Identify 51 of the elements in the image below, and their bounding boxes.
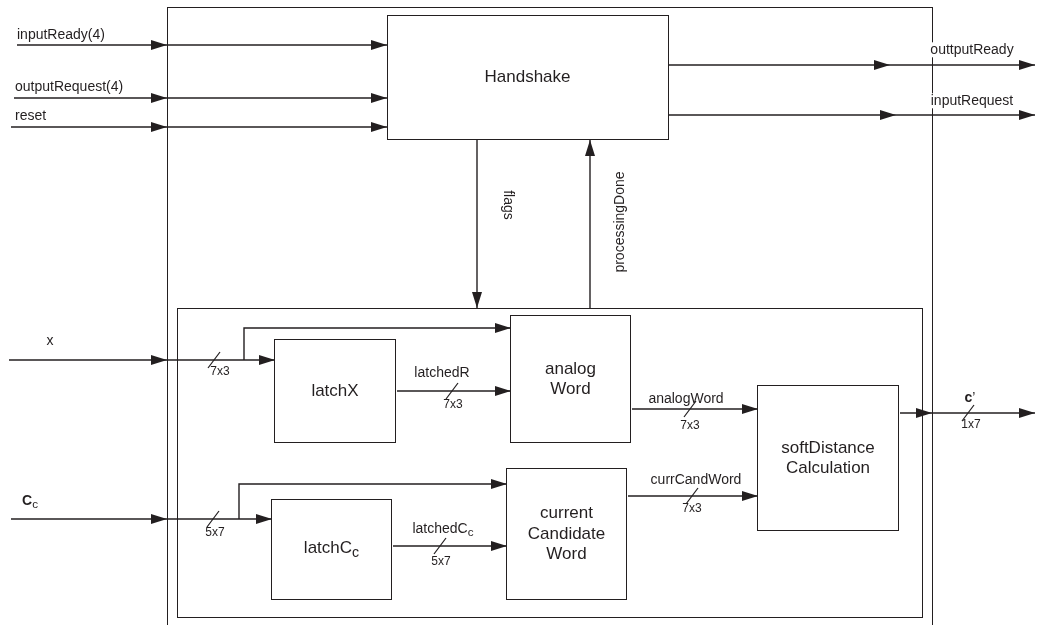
module-boundary — [167, 7, 933, 625]
arrow — [627, 491, 759, 501]
arrow — [396, 386, 512, 396]
signal-label: processingDone — [612, 171, 628, 273]
arrow — [10, 514, 273, 524]
process-box — [271, 499, 392, 600]
arrow — [13, 93, 388, 103]
signal-label: outtputReady — [930, 42, 1014, 58]
arrow — [10, 122, 388, 132]
bus-width-label: 7x3 — [680, 419, 700, 433]
bus-width-label: 5x7 — [431, 555, 451, 569]
bus-width-label: 1x7 — [961, 418, 981, 432]
arrow — [16, 40, 388, 50]
subsystem-box — [176, 307, 923, 618]
block-label: latchC$_{c}$ — [303, 537, 360, 562]
signal-label: latchedC$_{c}$ — [412, 520, 474, 540]
block-label: latchX — [311, 380, 359, 402]
block-label: Handshake — [484, 66, 571, 88]
process-box — [506, 468, 627, 600]
bus-width-label: 7x3 — [210, 365, 230, 379]
signal-label: flags — [500, 190, 516, 220]
arrow — [668, 60, 1036, 70]
process-box — [274, 339, 396, 443]
signal-label: inputRequest — [930, 93, 1014, 109]
signal-label: C$_{c}$ — [22, 492, 38, 512]
arrow — [899, 408, 1036, 418]
signal-label: x — [46, 333, 54, 349]
arrow — [631, 404, 759, 414]
signal-label: c’ — [964, 390, 976, 406]
signal-label: latchedR — [414, 365, 470, 381]
signal-label: outputRequest(4) — [15, 79, 124, 95]
arrow — [8, 355, 276, 365]
signal-label: analogWord — [648, 391, 724, 407]
block-label: analog Word — [543, 358, 598, 400]
arrow — [585, 139, 595, 309]
block-label: softDistance Calculation — [780, 437, 876, 479]
arrow — [238, 479, 508, 520]
process-box — [386, 14, 669, 140]
bus-width-label: 5x7 — [205, 526, 225, 540]
bus-width-label: 7x3 — [443, 398, 463, 412]
block-label: current Candidate Word — [526, 503, 607, 565]
arrow — [472, 139, 482, 309]
process-box — [510, 315, 631, 443]
bus-width-label: 7x3 — [682, 502, 702, 516]
process-box — [757, 385, 899, 531]
arrow — [243, 323, 512, 361]
arrow — [392, 541, 508, 551]
signal-label: inputReady(4) — [17, 27, 105, 43]
arrow — [668, 110, 1036, 120]
signal-label: currCandWord — [650, 472, 742, 488]
signal-label: reset — [15, 108, 47, 124]
